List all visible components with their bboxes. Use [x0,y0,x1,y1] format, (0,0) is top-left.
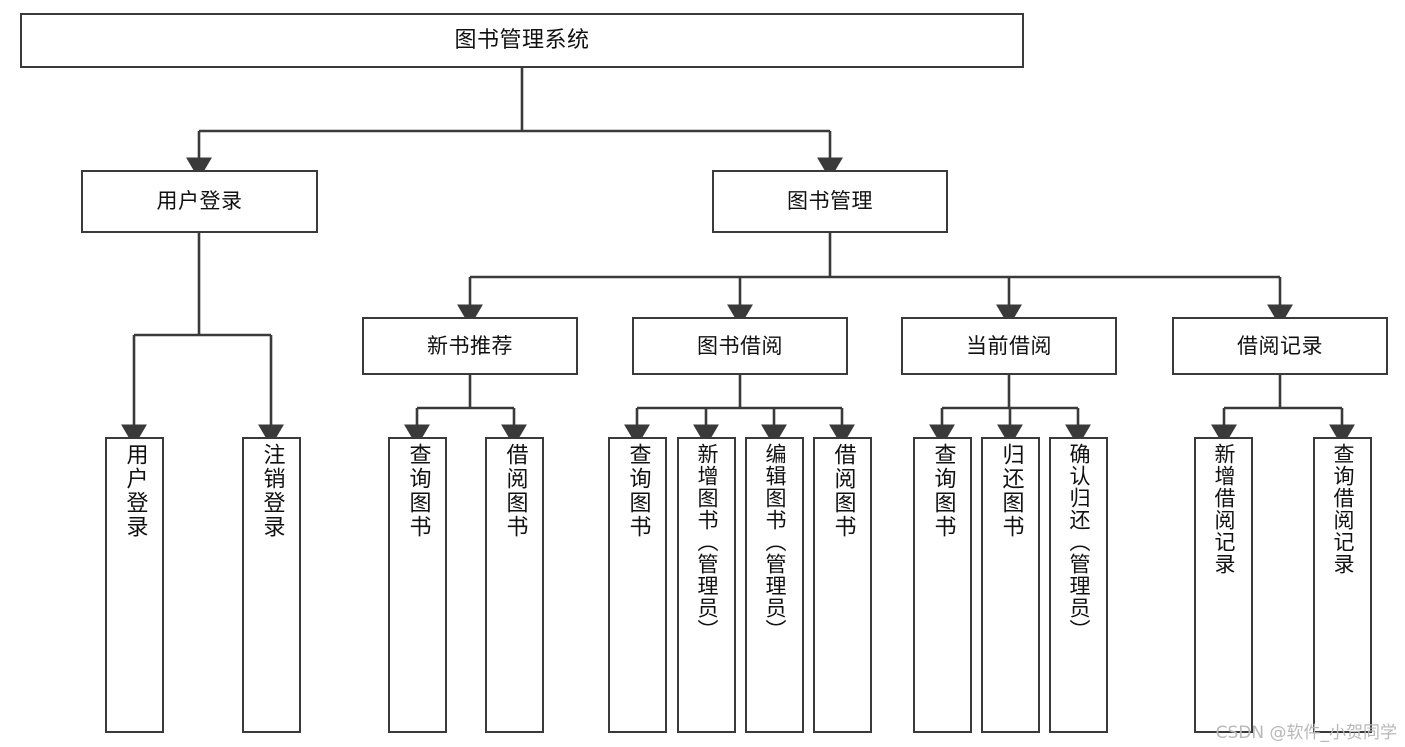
node-label: 图书借阅 [697,333,783,358]
node-label: 用户登录 [122,443,148,539]
node-label: 归还图书 [998,443,1024,539]
node-label: 借阅记录 [1237,333,1323,358]
node-book-borrow[interactable]: 图书借阅 [632,317,848,375]
node-label: 新书推荐 [427,333,513,358]
node-book-management[interactable]: 图书管理 [712,170,948,233]
node-label: 查询图书 [930,443,956,539]
node-label: 图书管理 [787,189,873,214]
node-label: 确认归还（管理员） [1067,443,1091,641]
leaf-query-borrow-record[interactable]: 查询借阅记录 [1313,437,1372,733]
node-borrow-record[interactable]: 借阅记录 [1172,317,1388,375]
node-label: 借阅图书 [502,443,528,539]
node-label: 图书管理系统 [454,27,590,53]
leaf-return-book[interactable]: 归还图书 [981,437,1040,733]
node-current-borrow[interactable]: 当前借阅 [901,317,1117,375]
node-label: 编辑图书（管理员） [763,443,787,641]
node-label: 查询图书 [405,443,431,539]
leaf-edit-book-admin[interactable]: 编辑图书（管理员） [745,437,804,733]
node-label: 注销登录 [259,443,285,539]
leaf-query-book-current[interactable]: 查询图书 [913,437,972,733]
node-root-system[interactable]: 图书管理系统 [20,13,1024,68]
node-label: 查询图书 [625,443,651,539]
node-new-book-recommend[interactable]: 新书推荐 [362,317,578,375]
node-label: 当前借阅 [966,333,1052,358]
leaf-logout[interactable]: 注销登录 [242,437,301,733]
csdn-watermark: CSDN @软件_小贺同学 [1215,723,1397,743]
leaf-borrow-book[interactable]: 借阅图书 [813,437,872,733]
node-label: 借阅图书 [830,443,856,539]
node-label: 新增借阅记录 [1212,443,1236,575]
leaf-confirm-return-admin[interactable]: 确认归还（管理员） [1049,437,1108,733]
node-label: 用户登录 [156,189,243,214]
leaf-user-login[interactable]: 用户登录 [105,437,164,733]
leaf-add-borrow-record[interactable]: 新增借阅记录 [1194,437,1253,733]
leaf-borrow-book-recommend[interactable]: 借阅图书 [485,437,544,733]
leaf-query-book-borrow[interactable]: 查询图书 [608,437,667,733]
leaf-query-book-recommend[interactable]: 查询图书 [388,437,447,733]
leaf-add-book-admin[interactable]: 新增图书（管理员） [677,437,736,733]
node-label: 新增图书（管理员） [695,443,719,641]
node-user-login[interactable]: 用户登录 [81,170,318,233]
node-label: 查询借阅记录 [1331,443,1355,575]
